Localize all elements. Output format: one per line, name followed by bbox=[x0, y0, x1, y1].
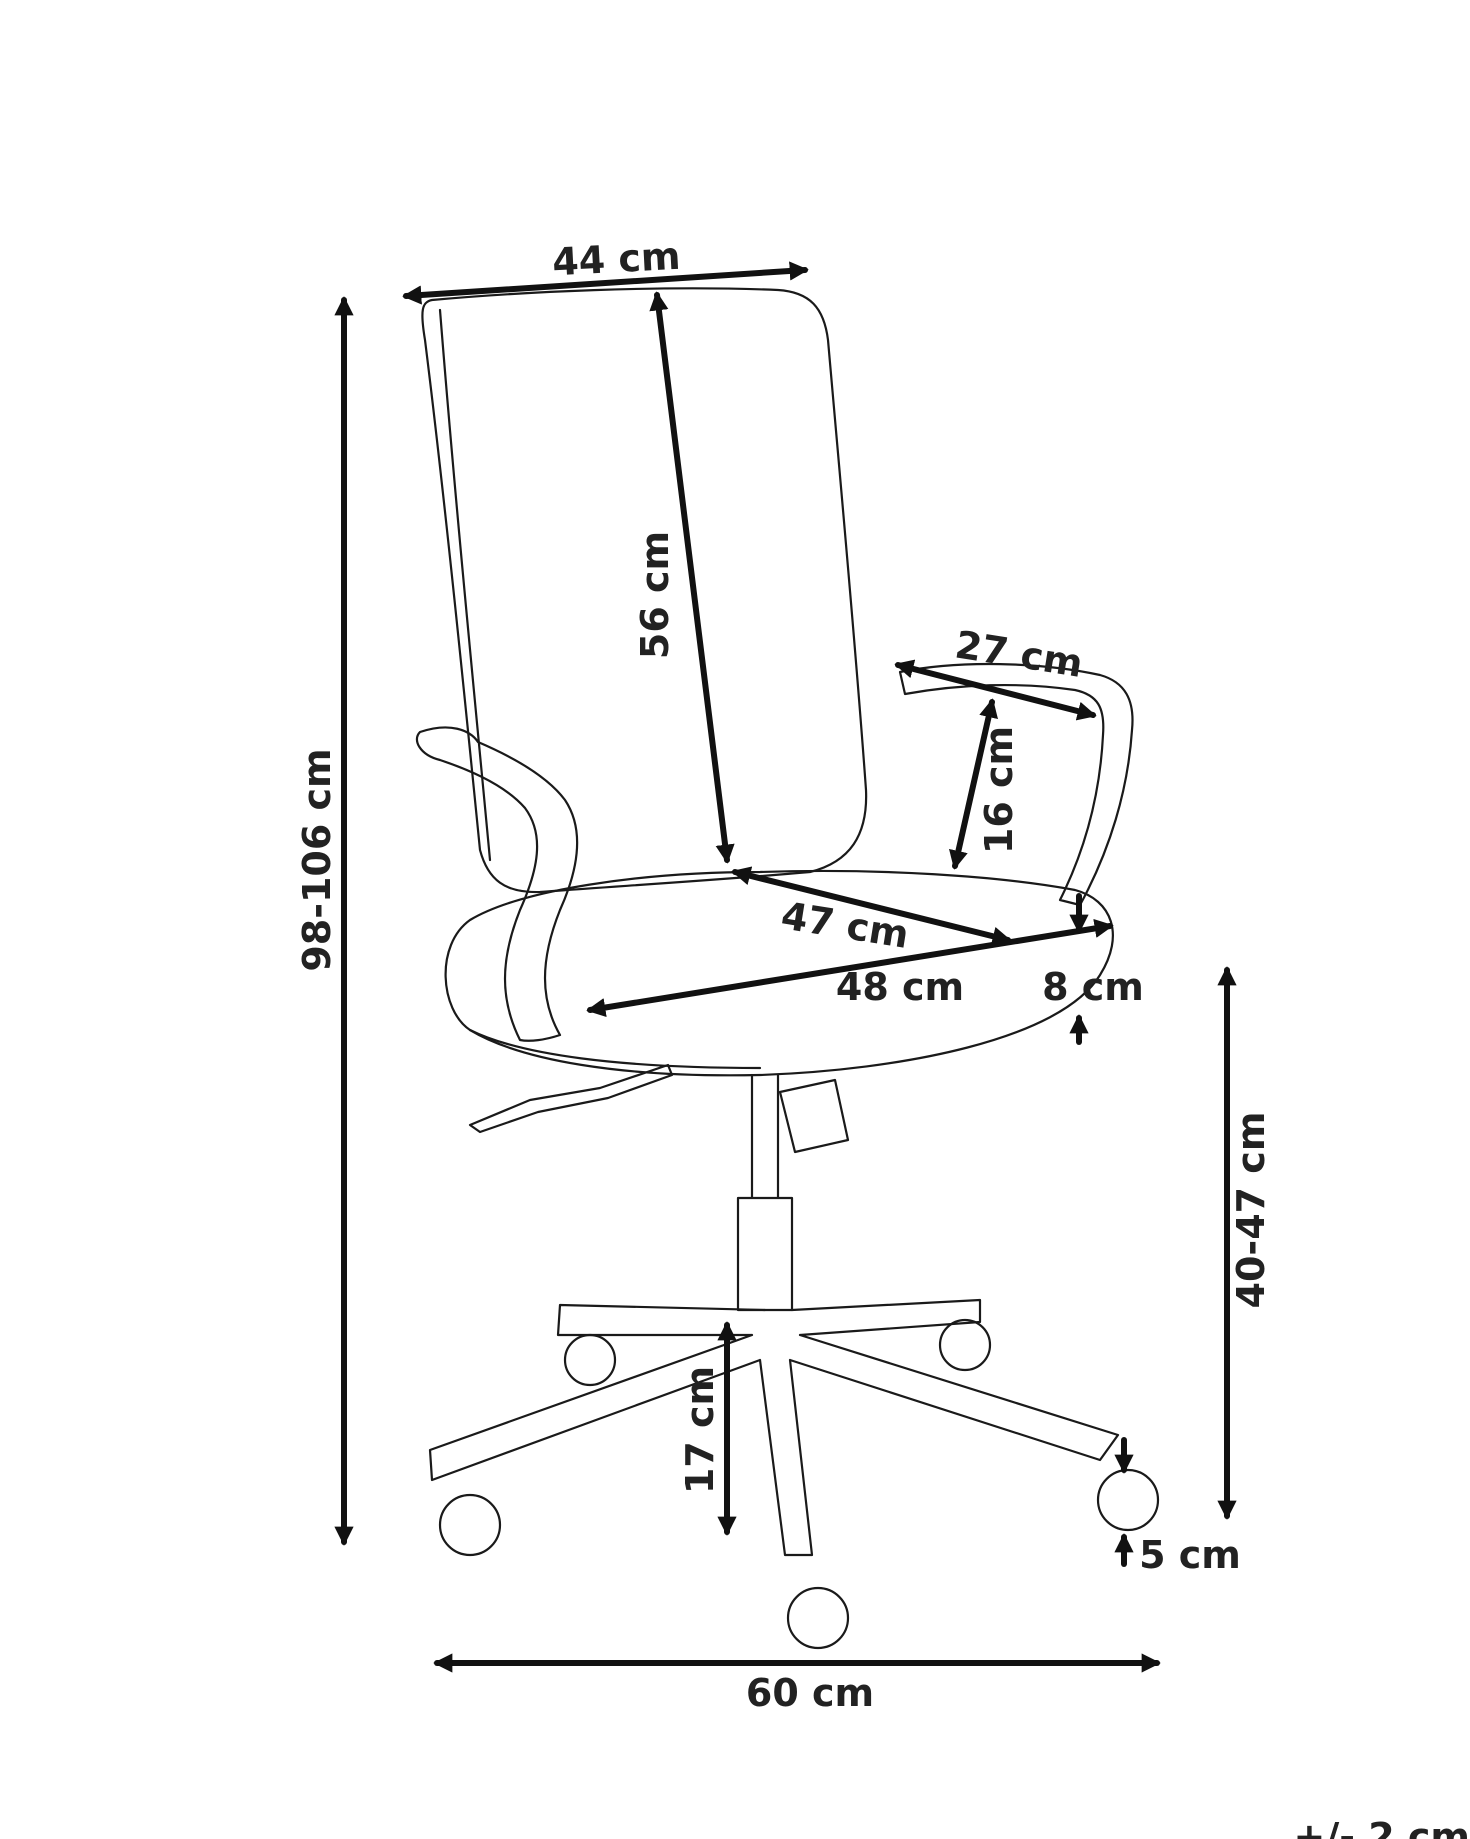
label-seat-thickness: 8 cm bbox=[1042, 965, 1144, 1009]
label-base-width: 60 cm bbox=[746, 1671, 874, 1715]
seat-edge bbox=[468, 1028, 762, 1070]
tension-knob bbox=[778, 1078, 850, 1154]
dimension-labels: 44 cm 56 cm 98-106 cm 27 cm 16 cm 47 cm … bbox=[295, 234, 1470, 1839]
arrow-armrest-length bbox=[894, 659, 1097, 721]
label-tolerance: +/- 2 cm bbox=[1293, 1815, 1470, 1839]
label-backrest-width: 44 cm bbox=[551, 234, 681, 285]
label-seat-width: 48 cm bbox=[836, 965, 964, 1009]
caster-right-front bbox=[1096, 1468, 1160, 1532]
label-armrest-length: 27 cm bbox=[952, 622, 1086, 686]
label-base-height: 17 cm bbox=[678, 1366, 722, 1494]
caster-front bbox=[786, 1586, 850, 1650]
arrow-seat-width bbox=[586, 918, 1114, 1018]
height-lever bbox=[468, 1063, 674, 1134]
arrow-armrest-height bbox=[949, 698, 998, 870]
label-caster-height: 5 cm bbox=[1139, 1533, 1241, 1577]
caster-left-back bbox=[563, 1333, 617, 1387]
backrest-edge bbox=[438, 308, 492, 862]
label-armrest-height: 16 cm bbox=[977, 726, 1021, 854]
arrow-backrest-width bbox=[402, 261, 809, 305]
caster-left-front bbox=[438, 1493, 502, 1557]
caster-right-back bbox=[938, 1318, 992, 1372]
arrow-backrest-height bbox=[649, 291, 735, 864]
star-base bbox=[428, 1298, 1120, 1557]
label-seat-depth: 47 cm bbox=[778, 893, 912, 957]
label-backrest-height: 56 cm bbox=[633, 531, 677, 659]
label-total-height: 98-106 cm bbox=[295, 748, 339, 971]
left-armrest-outline bbox=[415, 726, 579, 1042]
label-seat-height: 40-47 cm bbox=[1229, 1112, 1273, 1309]
dimension-lines bbox=[334, 261, 1237, 1673]
